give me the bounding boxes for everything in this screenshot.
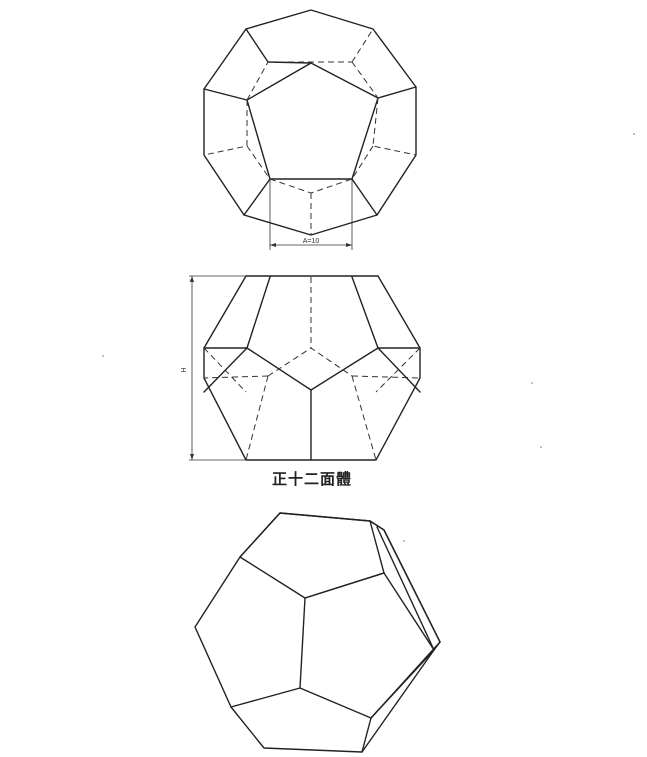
top-view: A=10: [203, 9, 417, 250]
front-view-outline: [203, 275, 421, 461]
front-view-hidden-edges: [203, 277, 421, 461]
front-view-visible-edges: [203, 276, 421, 461]
front-view: H: [181, 275, 421, 461]
pictorial-view: [194, 512, 441, 753]
top-view-decagon-outline: [203, 9, 417, 236]
top-view-visible-edges: [203, 28, 417, 216]
drawing-caption: 正十二面體: [271, 470, 352, 488]
top-view-dimension: A=10: [269, 179, 353, 250]
pictorial-center-face: [299, 572, 435, 719]
dimension-label-a: A=10: [303, 238, 320, 245]
scan-specks: [102, 133, 635, 542]
dimension-label-h: H: [181, 367, 188, 372]
top-view-inner-pentagon: [246, 62, 379, 180]
top-view-hidden-edges: [203, 28, 417, 235]
pictorial-view-outline: [194, 512, 441, 753]
front-view-dimension: H: [181, 275, 246, 461]
pictorial-front-face: [239, 512, 385, 599]
